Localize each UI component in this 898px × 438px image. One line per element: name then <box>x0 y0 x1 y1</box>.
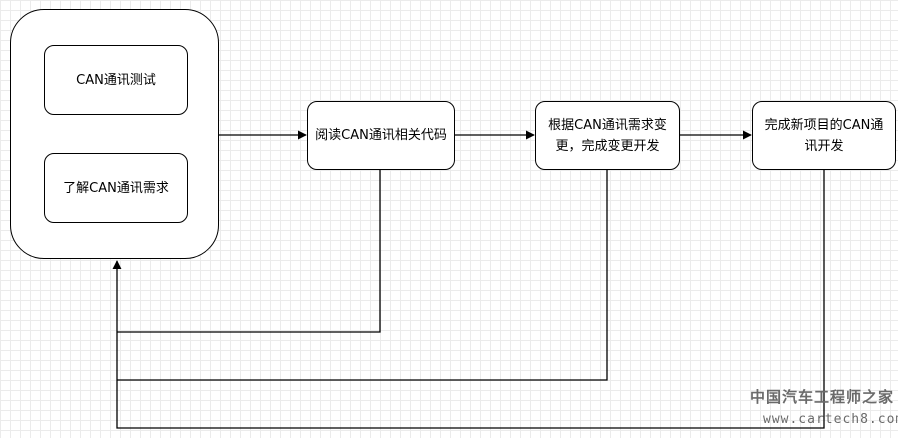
node-learn-requirements[interactable]: 了解CAN通讯需求 <box>44 153 188 223</box>
node-learn-requirements-label: 了解CAN通讯需求 <box>63 180 169 196</box>
node-modify-development[interactable]: 根据CAN通讯需求变更，完成变更开发 <box>535 101 680 170</box>
node-modify-development-label: 根据CAN通讯需求变更，完成变更开发 <box>548 117 667 154</box>
node-read-code-label: 阅读CAN通讯相关代码 <box>315 128 447 143</box>
feedback-read-to-container <box>117 170 381 333</box>
feedback-modify-to-container <box>117 170 608 381</box>
node-read-code[interactable]: 阅读CAN通讯相关代码 <box>307 101 455 170</box>
watermark-url: www.cartech8.com <box>763 412 898 427</box>
node-can-test-label: CAN通讯测试 <box>76 72 156 88</box>
node-new-project-development[interactable]: 完成新项目的CAN通讯开发 <box>752 101 896 170</box>
feedback-develop-to-container <box>112 170 825 429</box>
watermark-brand: 中国汽车工程师之家 <box>750 388 895 406</box>
node-new-project-development-label: 完成新项目的CAN通讯开发 <box>764 117 884 154</box>
node-can-test[interactable]: CAN通讯测试 <box>44 45 188 115</box>
